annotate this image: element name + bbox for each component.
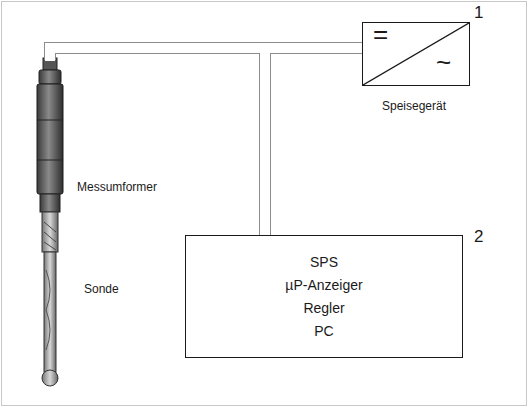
cable-junction: [50, 48, 262, 61]
transmitter-cap: [39, 70, 61, 84]
part-label: Sonde: [84, 283, 119, 296]
node-text: PC: [314, 320, 333, 343]
ac-symbol: ~: [436, 48, 451, 77]
dc-symbol: =: [373, 20, 388, 49]
probe-bulb: [42, 370, 58, 386]
probe-head: [42, 212, 58, 252]
node-text: Regler: [303, 297, 344, 320]
node-text: SPS: [310, 251, 338, 274]
probe-shaft: [44, 252, 56, 372]
part-label: Messumformer: [77, 181, 157, 194]
transmitter-thread: [40, 194, 60, 212]
probe-cable: [50, 48, 266, 60]
node-heading: Speisegerät: [382, 99, 446, 113]
device-box: SPSµP-AnzeigerReglerPC: [185, 235, 463, 358]
callout-number: 1: [474, 4, 483, 23]
callout-number: 2: [474, 228, 483, 247]
cable-connector: [265, 48, 362, 235]
transmitter-body: [37, 84, 63, 194]
node-text: µP-Anzeiger: [285, 274, 362, 297]
